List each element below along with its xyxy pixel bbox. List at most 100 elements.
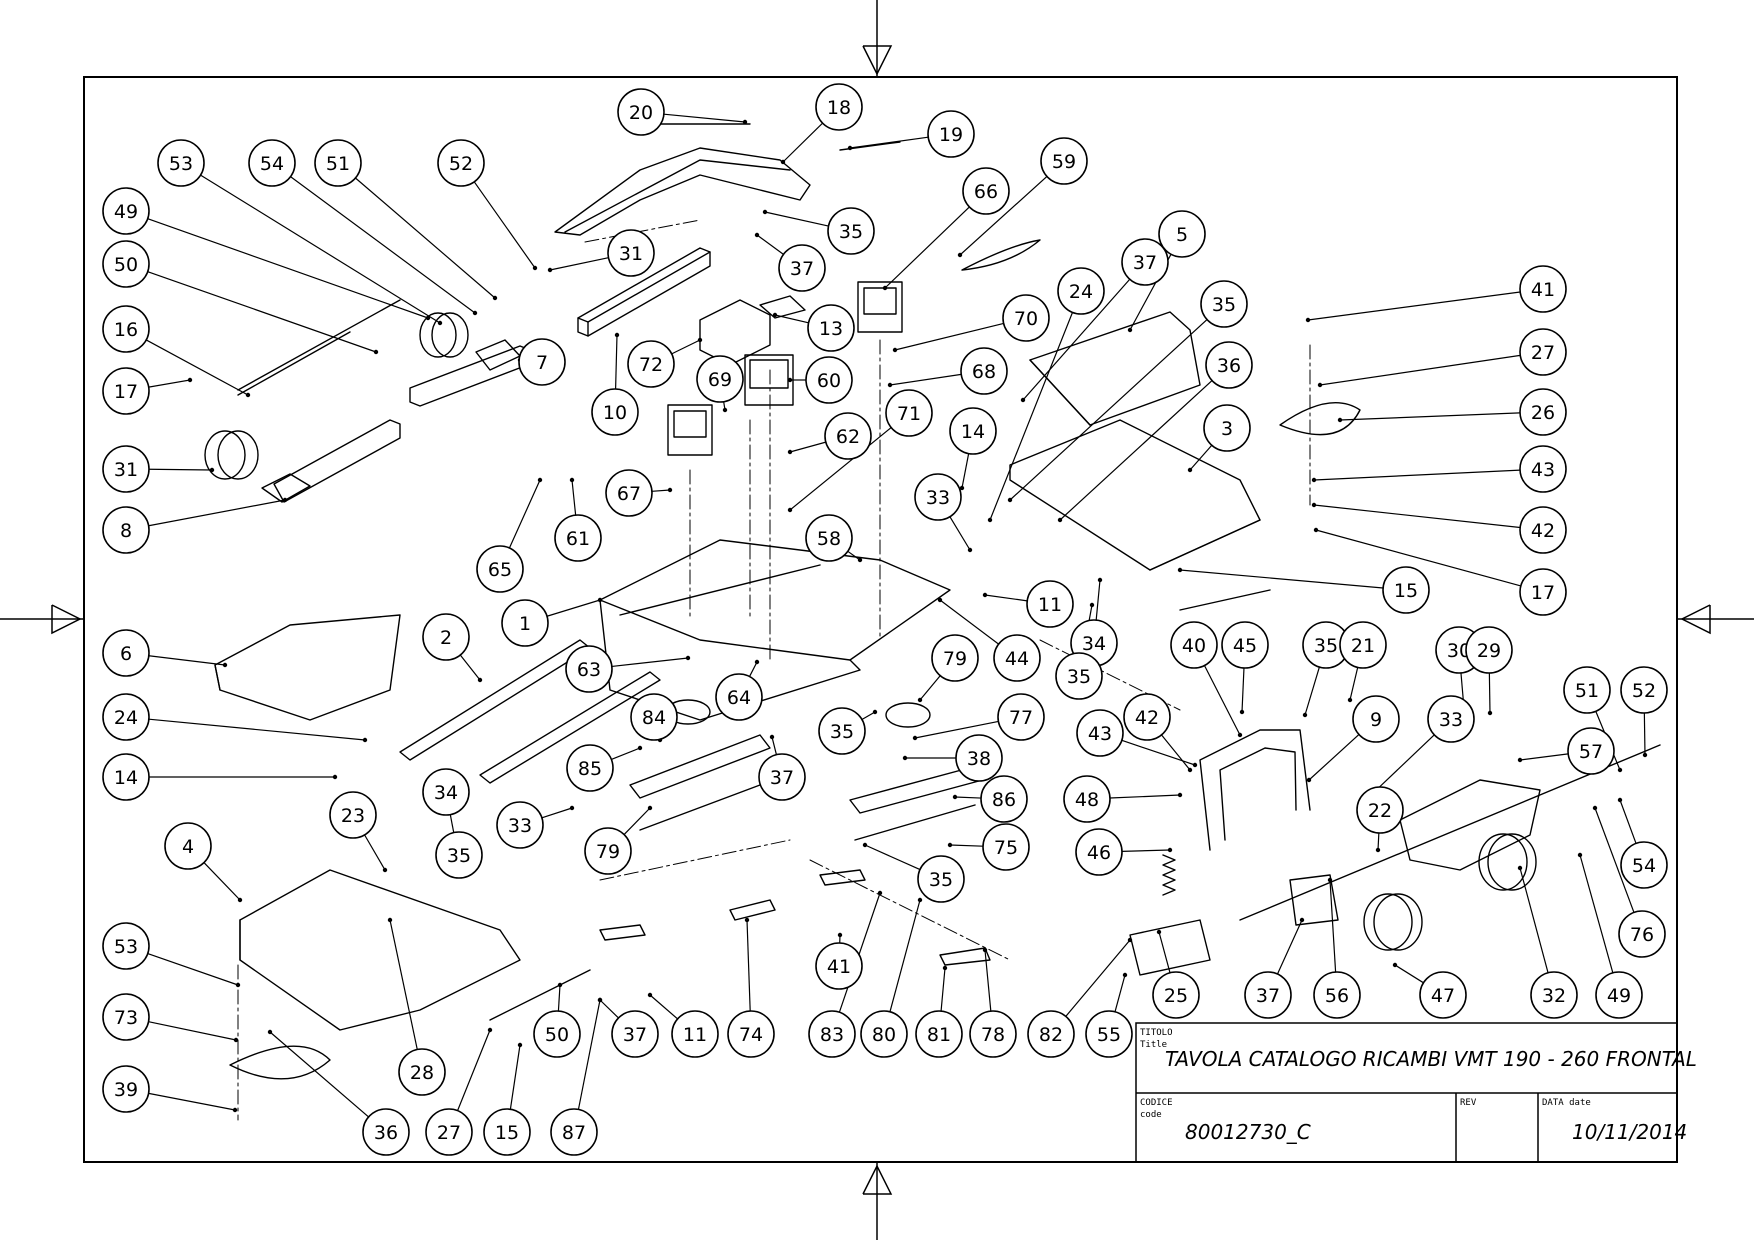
item-number: 44: [1005, 648, 1029, 670]
item-number: 74: [739, 1024, 763, 1046]
item-balloon: 24: [1057, 267, 1105, 315]
item-number: 37: [790, 258, 814, 280]
rev-caption: REV: [1460, 1098, 1477, 1108]
leader-arrowhead: [557, 982, 563, 988]
item-number: 21: [1351, 635, 1375, 657]
item-balloon: 5: [1158, 210, 1206, 258]
item-balloon: 54: [248, 139, 296, 187]
balloon-circle: [607, 229, 655, 277]
balloon-circle: [102, 1065, 150, 1113]
leader-line: [940, 967, 946, 1012]
leader-line: [614, 334, 618, 390]
item-number: 37: [623, 1024, 647, 1046]
item-number: 15: [1394, 580, 1418, 602]
item-balloon: 21: [1339, 621, 1387, 669]
item-number: 55: [1097, 1024, 1121, 1046]
leader-line: [1059, 380, 1213, 521]
leader-arrowhead: [597, 997, 603, 1003]
balloon-circle: [1519, 568, 1567, 616]
leader-line: [623, 807, 651, 835]
leader-arrowhead: [787, 377, 793, 383]
item-number: 50: [114, 254, 138, 276]
item-balloon: 6: [102, 629, 150, 677]
item-balloon: 83: [808, 1010, 856, 1058]
leader-line: [1329, 879, 1337, 973]
item-number: 18: [827, 97, 851, 119]
item-balloon: 85: [566, 744, 614, 792]
balloon-circle: [518, 338, 566, 386]
item-number: 4: [182, 836, 194, 858]
leader-line: [1009, 319, 1208, 501]
item-balloon: 50: [102, 240, 150, 288]
item-balloon: 2: [422, 613, 470, 661]
item-number: 2: [440, 627, 452, 649]
balloon-circle: [102, 693, 150, 741]
item-balloon: 87: [550, 1108, 598, 1156]
leader-arrowhead: [492, 295, 498, 301]
item-number: 35: [447, 845, 471, 867]
item-balloon: 13: [807, 304, 855, 352]
leader-line: [959, 175, 1048, 256]
item-number: 29: [1477, 640, 1501, 662]
balloon-circle: [931, 634, 979, 682]
item-number: 56: [1325, 985, 1349, 1007]
item-balloon: 35: [827, 207, 875, 255]
leader-line: [355, 177, 496, 299]
item-number: 31: [619, 243, 643, 265]
leader-arrowhead: [1327, 877, 1333, 883]
item-number: 10: [603, 402, 627, 424]
leader-arrowhead: [667, 487, 673, 493]
item-number: 85: [578, 758, 602, 780]
balloon-circle: [1519, 388, 1567, 436]
leader-line: [1161, 734, 1191, 771]
balloon-circle: [164, 822, 212, 870]
item-number: 41: [827, 956, 851, 978]
item-balloon: 33: [914, 473, 962, 521]
leader-arrowhead: [1237, 732, 1243, 738]
item-balloon: 72: [627, 340, 675, 388]
balloon-circle: [1519, 265, 1567, 313]
item-balloon: 66: [962, 167, 1010, 215]
leader-arrowhead: [982, 947, 988, 953]
item-balloon: 54: [1620, 841, 1668, 889]
leader-arrowhead: [787, 507, 793, 513]
leader-arrowhead: [862, 842, 868, 848]
leader-arrowhead: [697, 337, 703, 343]
item-balloon: 33: [496, 801, 544, 849]
leader-line: [1241, 667, 1245, 713]
leader-line: [1377, 832, 1380, 851]
balloon-circle: [818, 707, 866, 755]
date-caption: DATA date: [1542, 1098, 1591, 1108]
leader-line: [1315, 529, 1521, 587]
item-number: 32: [1542, 985, 1566, 1007]
leader-arrowhead: [1487, 710, 1493, 716]
balloon-circle: [1427, 695, 1475, 743]
item-number: 20: [629, 102, 653, 124]
item-balloon: 69: [696, 355, 744, 403]
leader-arrowhead: [1311, 502, 1317, 508]
leader-arrowhead: [722, 407, 728, 413]
item-number: 34: [1082, 633, 1106, 655]
item-number: 43: [1088, 723, 1112, 745]
leader-line: [651, 489, 671, 492]
leader-arrowhead: [233, 1037, 239, 1043]
item-number: 76: [1630, 924, 1654, 946]
item-number: 63: [577, 659, 601, 681]
item-balloon: 41: [1519, 265, 1567, 313]
leader-arrowhead: [1122, 972, 1128, 978]
item-balloon: 80: [860, 1010, 908, 1058]
leader-line: [1643, 712, 1646, 756]
leader-arrowhead: [537, 477, 543, 483]
balloon-circle: [1040, 137, 1088, 185]
leader-line: [1276, 919, 1303, 975]
item-number: 14: [114, 767, 138, 789]
item-balloon: 36: [362, 1108, 410, 1156]
balloon-circle: [102, 629, 150, 677]
item-balloon: 76: [1618, 910, 1666, 958]
item-balloon: 78: [969, 1010, 1017, 1058]
item-number: 36: [374, 1122, 398, 1144]
balloon-circle: [980, 775, 1028, 823]
leader-line: [949, 516, 971, 551]
leader-arrowhead: [1592, 805, 1598, 811]
item-balloon: 35: [435, 831, 483, 879]
